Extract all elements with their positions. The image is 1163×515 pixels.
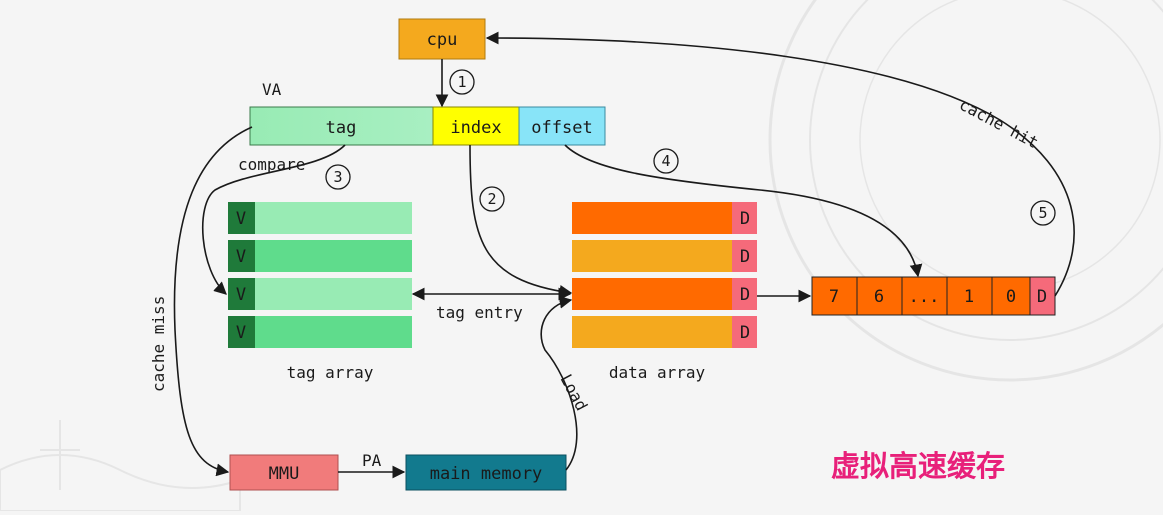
tag-array-row [228, 202, 412, 234]
line-dirty-cell [1029, 276, 1056, 316]
line-byte: 7 [829, 287, 839, 307]
step-5-circle [1030, 200, 1056, 226]
arrow-load [540, 295, 578, 471]
step-3: 3 [333, 168, 342, 186]
line-byte-cell [811, 276, 858, 316]
pa-label: PA [362, 451, 382, 470]
mmu-label: MMU [269, 464, 300, 484]
arrow-tag-compare [201, 144, 346, 295]
cache-miss-label: cache miss [149, 296, 168, 392]
mmu-box [229, 454, 339, 491]
line-dirty-bit: D [1037, 287, 1047, 307]
step-4-circle [653, 148, 679, 174]
cpu-label: cpu [427, 30, 458, 50]
offset-field-label: offset [531, 118, 592, 138]
arrow-cache-miss [173, 126, 253, 477]
arrow-cache-hit [485, 31, 1075, 297]
dirty-bit-cell [732, 278, 757, 310]
valid-bit-cell [228, 202, 255, 234]
tag-array-row [228, 240, 412, 272]
step-4: 4 [661, 152, 670, 170]
valid-bit: V [236, 209, 246, 229]
dirty-bit: D [740, 247, 750, 267]
load-label: Load [556, 371, 591, 414]
data-array-row [572, 316, 732, 348]
dirty-bit: D [740, 209, 750, 229]
valid-bit: V [236, 285, 246, 305]
cache-hit-label: cache hit [956, 95, 1041, 152]
tag-field [249, 106, 434, 146]
line-byte: 6 [874, 287, 884, 307]
valid-bit-cell [228, 240, 255, 272]
main-memory-label: main memory [430, 464, 543, 484]
cpu-box [398, 18, 486, 60]
tag-entry-label: tag entry [436, 303, 523, 322]
data-array: D D D D [572, 202, 757, 348]
tag-field-label: tag [326, 118, 357, 138]
step-2: 2 [487, 190, 496, 208]
tag-array-row [228, 316, 412, 348]
tag-array-label: tag array [287, 363, 374, 382]
slide-title: 虚拟高速缓存 [831, 449, 1005, 483]
dirty-bit: D [740, 323, 750, 343]
valid-bit-cell [228, 278, 255, 310]
line-byte-cell [901, 276, 948, 316]
compare-label: compare [238, 155, 305, 174]
data-array-row [572, 278, 732, 310]
line-byte-cell [856, 276, 903, 316]
data-array-label: data array [609, 363, 706, 382]
main-memory-box [405, 454, 567, 491]
step-5: 5 [1038, 204, 1047, 222]
line-byte: ... [909, 287, 940, 307]
tag-array-row [228, 278, 412, 310]
line-byte-cell [991, 276, 1031, 316]
valid-bit: V [236, 323, 246, 343]
step-2-circle [479, 186, 505, 212]
step-3-circle [325, 164, 351, 190]
offset-field [518, 106, 606, 146]
line-byte: 1 [964, 287, 974, 307]
step-markers: 1 2 3 4 5 [325, 69, 1056, 226]
arrow-index-to-data-array [469, 144, 573, 298]
dirty-bit-cell [732, 316, 757, 348]
valid-bit-cell [228, 316, 255, 348]
step-1: 1 [457, 73, 466, 91]
index-field-label: index [450, 118, 501, 138]
dirty-bit-cell [732, 202, 757, 234]
step-1-circle [449, 69, 475, 95]
dirty-bit: D [740, 285, 750, 305]
va-label: VA [262, 80, 282, 99]
cache-line: 7 6 ... 1 0 D [811, 276, 1056, 316]
data-array-row [572, 240, 732, 272]
line-byte: 0 [1006, 287, 1016, 307]
tag-array: V V V V [228, 202, 412, 348]
data-array-row [572, 202, 732, 234]
dirty-bit-cell [732, 240, 757, 272]
valid-bit: V [236, 247, 246, 267]
arrow-offset-to-line [564, 144, 923, 278]
